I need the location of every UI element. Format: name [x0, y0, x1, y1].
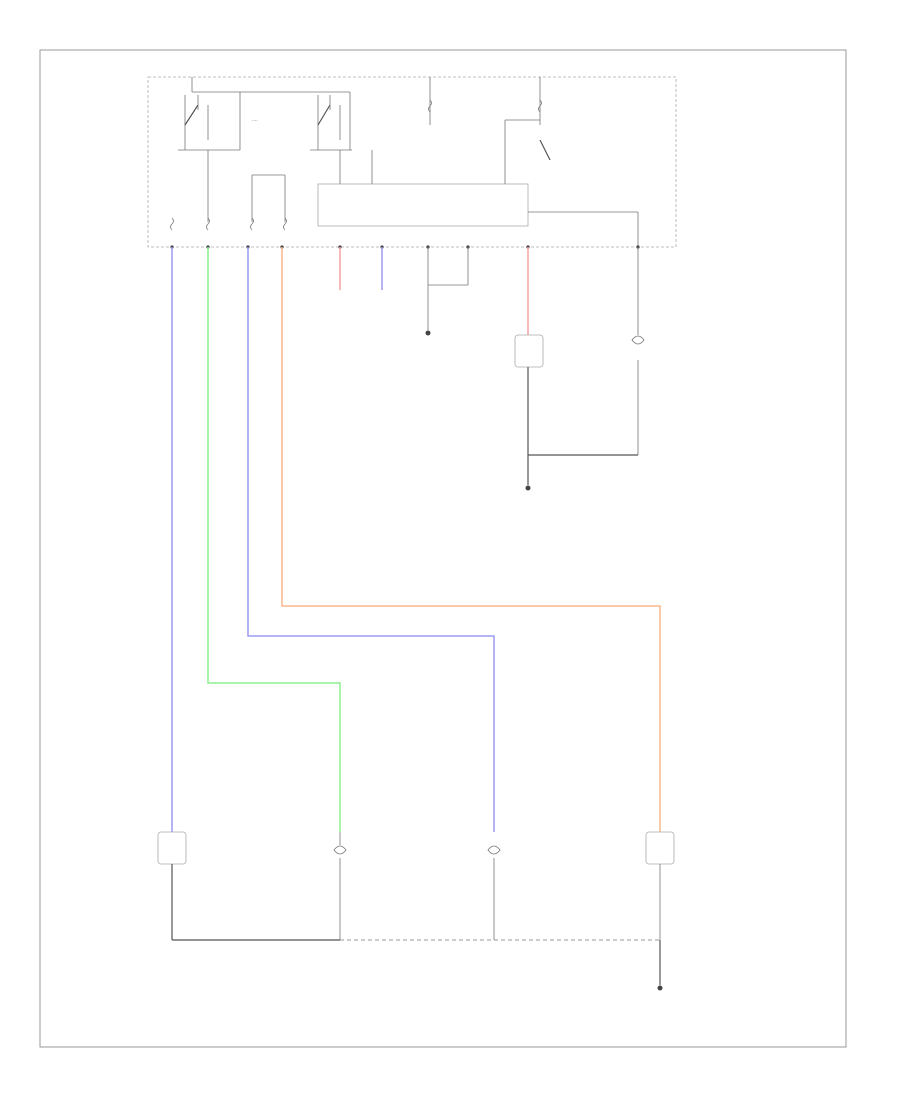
ground-module-wiring — [427, 247, 469, 330]
lamp-bulb-icon — [157, 831, 187, 865]
module-internal-wiring — [207, 150, 639, 247]
wire-right-hi-headlamp — [281, 247, 661, 832]
switch-contact-icon — [539, 139, 551, 161]
switch-contact-icon — [184, 104, 199, 126]
fuse-icon — [428, 99, 542, 113]
ground-symbol-icon — [425, 330, 431, 336]
lamp-bulb-icon — [631, 335, 645, 345]
left-fog-lamp — [514, 334, 544, 455]
switch-contact-icon — [317, 104, 331, 126]
relay-left: ···· — [178, 95, 258, 151]
right-fog-lamp — [528, 335, 645, 456]
connector-pin-icon — [170, 245, 640, 249]
left-lo-headlamp — [157, 831, 187, 940]
control-module-box — [147, 76, 677, 248]
left-hi-headlamp — [487, 845, 501, 940]
ground-symbol-icon — [525, 485, 531, 491]
ground-symbol-icon — [657, 985, 663, 991]
fuse-icon — [170, 217, 287, 231]
page-frame — [39, 49, 847, 1048]
relay-right — [310, 95, 352, 151]
svg-text:····: ···· — [252, 119, 258, 124]
right-lo-headlamp — [333, 832, 347, 940]
wire-right-lo-headlamp — [207, 247, 341, 832]
lamp-bulb-icon — [333, 845, 347, 855]
wire-left-hi-headlamp — [247, 247, 495, 832]
power-supply-stubs — [191, 77, 541, 125]
lighting-switch-contact — [504, 119, 551, 184]
lamp-bulb-icon — [645, 831, 675, 865]
lamp-bulb-icon — [487, 845, 501, 855]
cpu-sub-box — [317, 183, 529, 227]
right-hi-headlamp — [645, 831, 675, 940]
lamp-bulb-icon — [514, 334, 544, 368]
